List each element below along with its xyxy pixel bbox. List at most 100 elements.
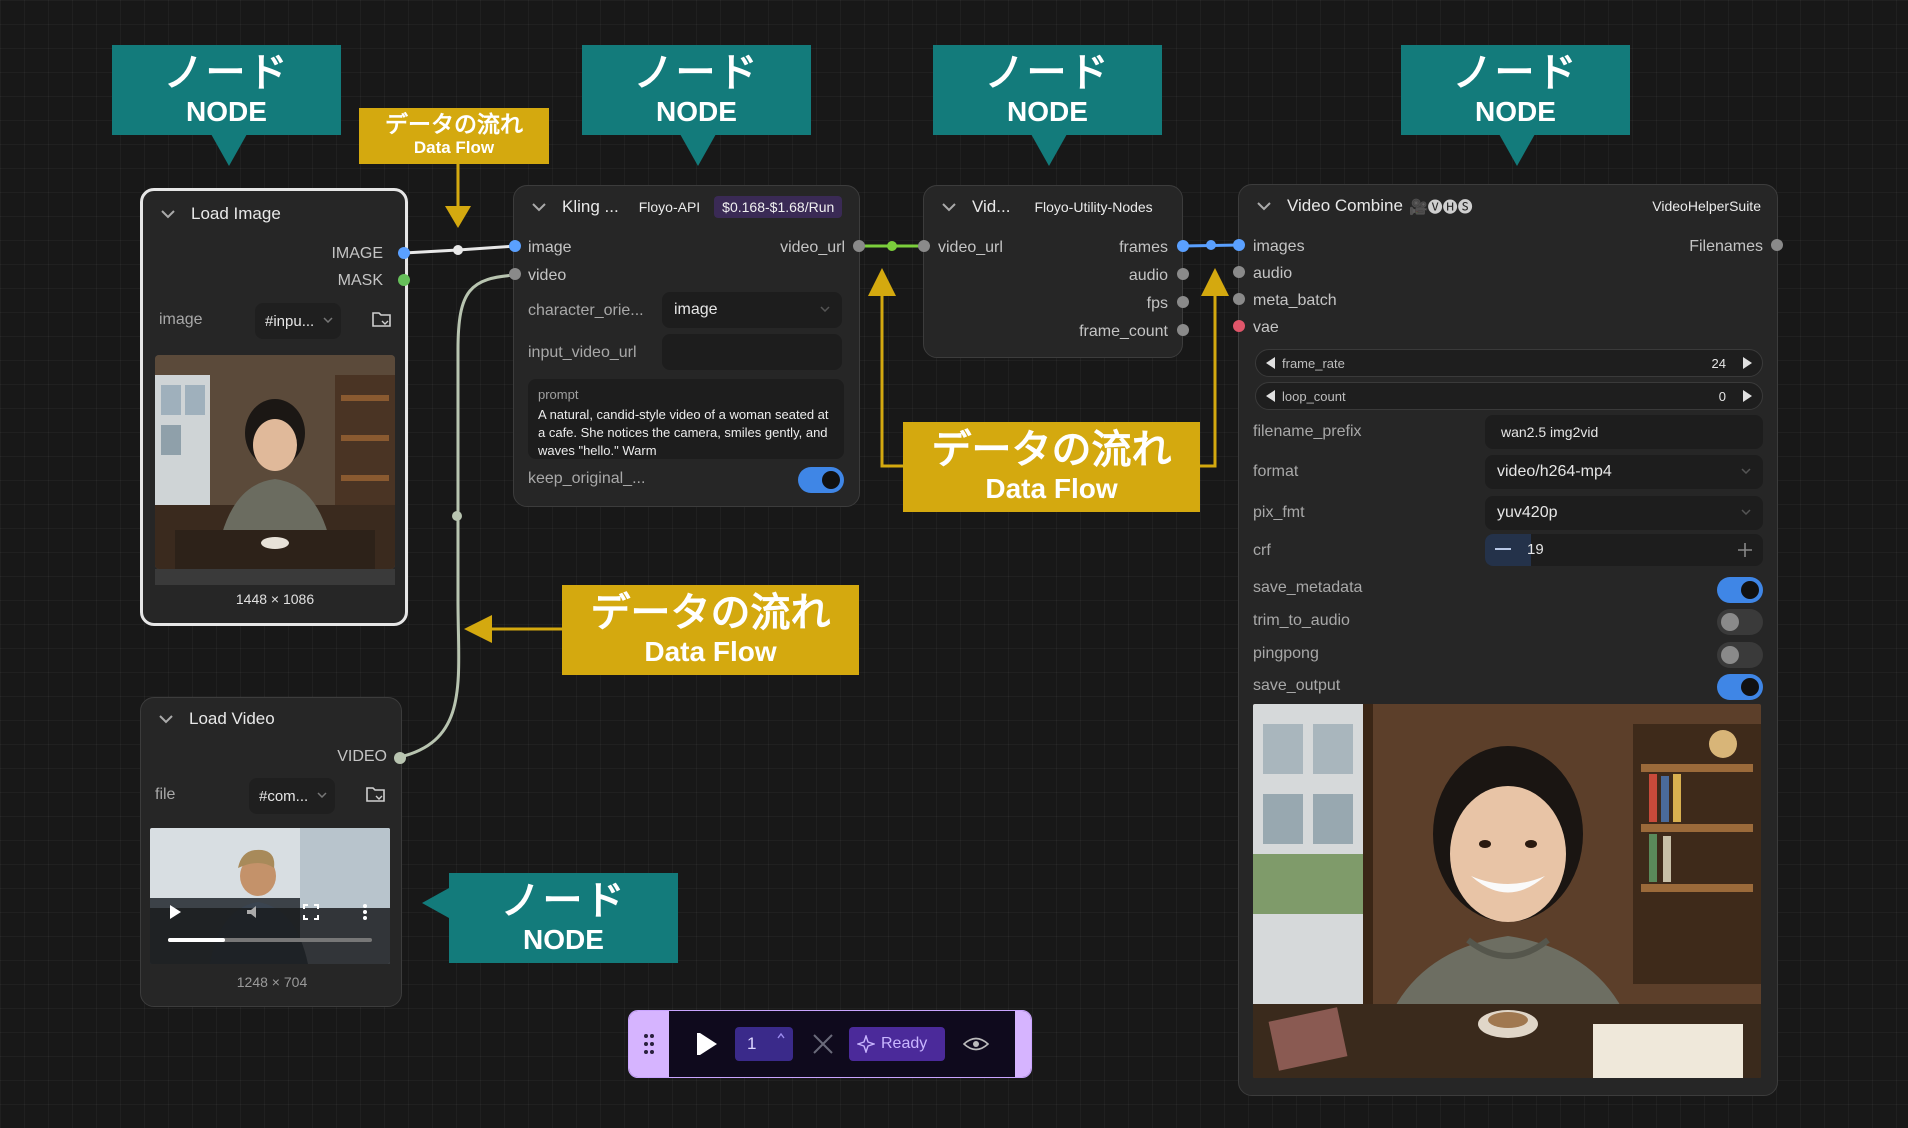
status-badge[interactable]: Ready: [849, 1027, 945, 1061]
chevron-down-icon[interactable]: [940, 198, 958, 216]
crf-label: crf: [1253, 542, 1271, 559]
arrow-right-icon[interactable]: [1740, 356, 1754, 370]
callout-pointer: [211, 134, 247, 166]
frames-output-slot[interactable]: [1177, 240, 1189, 252]
play-icon[interactable]: [168, 904, 182, 920]
node-header[interactable]: Load Video: [141, 698, 401, 740]
chevron-down-icon[interactable]: [530, 198, 548, 216]
kling-node[interactable]: Kling ... Floyo-API $0.168-$1.68/Run ima…: [513, 185, 860, 507]
link-image[interactable]: [403, 244, 517, 255]
close-icon[interactable]: [812, 1033, 834, 1055]
chevron-down-icon[interactable]: [159, 205, 177, 223]
input-video-url-field[interactable]: [662, 334, 842, 370]
chevron-down-icon[interactable]: [1255, 197, 1273, 215]
loop-count-stepper[interactable]: loop_count 0: [1255, 382, 1763, 410]
queue-count-input[interactable]: 1: [735, 1027, 793, 1061]
vid-node[interactable]: Vid... Floyo-Utility-Nodes video_url fra…: [923, 185, 1183, 358]
pix-fmt-select[interactable]: yuv420p: [1485, 496, 1763, 530]
link-midpoint[interactable]: [452, 511, 462, 521]
video-progress-track[interactable]: [168, 938, 372, 942]
pingpong-toggle[interactable]: [1717, 642, 1763, 668]
filename-prefix-field[interactable]: wan2.5 img2vid: [1485, 415, 1763, 449]
kling-video-input-slot[interactable]: [509, 268, 521, 280]
node-source-tag: Floyo-Utility-Nodes: [1034, 199, 1153, 215]
frame-count-output-slot[interactable]: [1177, 324, 1189, 336]
kling-video-url-output-slot[interactable]: [853, 240, 865, 252]
save-metadata-label: save_metadata: [1253, 579, 1363, 596]
crf-stepper[interactable]: 19: [1485, 534, 1763, 566]
link-midpoint[interactable]: [453, 245, 463, 255]
node-header[interactable]: Video Combine 🎥🅥🅗🅢 VideoHelperSuite: [1239, 185, 1777, 227]
chevron-up-icon[interactable]: [777, 1033, 785, 1039]
preview-photo: [150, 828, 390, 964]
preview-photo: [155, 355, 395, 569]
output-label-fps: fps: [1146, 295, 1168, 312]
trim-to-audio-toggle[interactable]: [1717, 609, 1763, 635]
kling-image-input-slot[interactable]: [509, 240, 521, 252]
mask-output-slot[interactable]: [398, 274, 410, 286]
video-output-slot[interactable]: [394, 752, 406, 764]
price-badge: $0.168-$1.68/Run: [714, 196, 843, 218]
file-select[interactable]: #com...: [249, 778, 335, 814]
loop-count-value: 0: [1718, 388, 1726, 404]
drag-handle[interactable]: [629, 1011, 669, 1077]
chevron-down-icon[interactable]: [157, 710, 175, 728]
node-source-tag: Floyo-API: [638, 199, 701, 215]
format-select[interactable]: video/h264-mp4: [1485, 455, 1763, 489]
arrow-right-icon[interactable]: [1740, 389, 1754, 403]
fullscreen-icon[interactable]: [303, 904, 319, 920]
data-flow-callout: データの流れ Data Flow: [903, 422, 1200, 512]
images-input-slot[interactable]: [1233, 239, 1245, 251]
fps-output-slot[interactable]: [1177, 296, 1189, 308]
folder-icon[interactable]: [371, 309, 393, 334]
link-frames[interactable]: [1182, 243, 1241, 248]
image-output-slot[interactable]: [398, 247, 410, 259]
input-label-images: images: [1253, 238, 1305, 255]
toggle-knob: [1721, 613, 1739, 631]
character-orientation-select[interactable]: image: [662, 292, 842, 328]
audio-input-slot[interactable]: [1233, 266, 1245, 278]
video-player[interactable]: [150, 828, 390, 964]
keep-original-toggle[interactable]: [798, 467, 844, 493]
save-output-toggle[interactable]: [1717, 674, 1763, 700]
plus-icon[interactable]: [1737, 542, 1753, 558]
more-vertical-icon[interactable]: [362, 904, 368, 920]
eye-icon[interactable]: [963, 1035, 989, 1053]
frame-rate-stepper[interactable]: frame_rate 24: [1255, 349, 1763, 377]
folder-icon[interactable]: [365, 784, 387, 809]
load-image-node[interactable]: Load Image IMAGE MASK image #inpu... 14: [140, 188, 408, 626]
image-select[interactable]: #inpu...: [255, 303, 341, 339]
pix-fmt-label: pix_fmt: [1253, 504, 1305, 521]
output-label-image: IMAGE: [331, 245, 383, 262]
input-label-vae: vae: [1253, 319, 1279, 336]
arrow-left-icon[interactable]: [1264, 356, 1278, 370]
arrow-left-icon[interactable]: [1264, 389, 1278, 403]
node-header[interactable]: Vid... Floyo-Utility-Nodes: [924, 186, 1182, 228]
link-video[interactable]: [399, 273, 517, 759]
link-midpoint[interactable]: [1206, 240, 1216, 250]
image-widget-label: image: [159, 311, 203, 328]
pingpong-label: pingpong: [1253, 645, 1319, 662]
filenames-output-slot[interactable]: [1771, 239, 1783, 251]
prompt-textarea[interactable]: prompt A natural, candid-style video of …: [528, 379, 844, 459]
frame-rate-label: frame_rate: [1282, 355, 1345, 371]
run-toolbar: 1 Ready: [628, 1010, 1032, 1078]
save-metadata-toggle[interactable]: [1717, 577, 1763, 603]
node-header[interactable]: Kling ... Floyo-API $0.168-$1.68/Run: [514, 186, 859, 228]
meta-batch-input-slot[interactable]: [1233, 293, 1245, 305]
load-video-node[interactable]: Load Video VIDEO file #com... 1248 × 704: [140, 697, 402, 1007]
audio-output-slot[interactable]: [1177, 268, 1189, 280]
run-icon[interactable]: [697, 1031, 719, 1057]
vae-input-slot[interactable]: [1233, 320, 1245, 332]
video-combine-node[interactable]: Video Combine 🎥🅥🅗🅢 VideoHelperSuite imag…: [1238, 184, 1778, 1096]
chevron-down-icon: [1741, 509, 1751, 515]
file-widget-label: file: [155, 786, 176, 803]
node-header[interactable]: Load Image: [143, 191, 405, 237]
flow-arrow-line: [880, 288, 903, 468]
flow-arrow-line: [1200, 288, 1217, 468]
volume-icon[interactable]: [246, 904, 262, 920]
link-midpoint[interactable]: [887, 241, 897, 251]
keep-original-label: keep_original_...: [528, 470, 646, 487]
minus-icon[interactable]: [1495, 548, 1511, 550]
vid-video-url-input-slot[interactable]: [918, 240, 930, 252]
